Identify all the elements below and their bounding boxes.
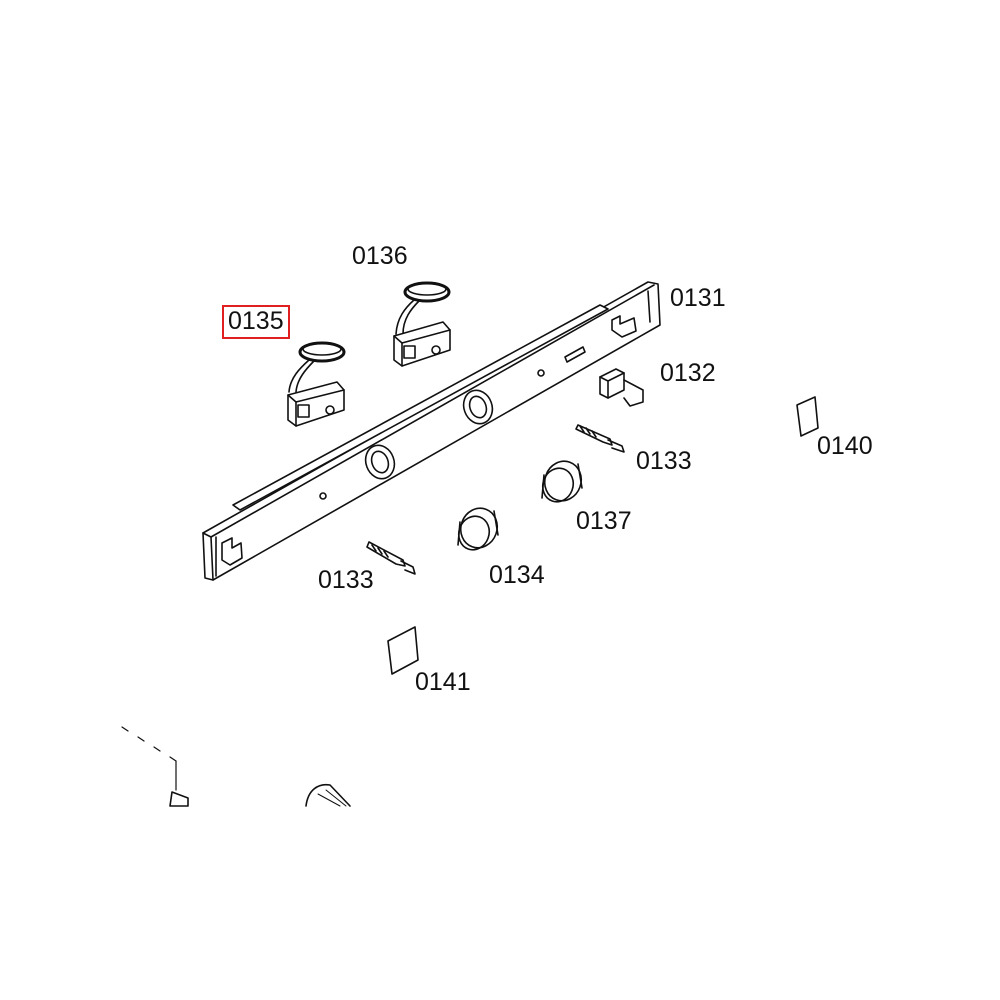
- label-0135[interactable]: 0135: [222, 305, 290, 339]
- label-0137[interactable]: 0137: [576, 507, 632, 535]
- knob-part-0134[interactable]: [454, 503, 503, 554]
- label-0131[interactable]: 0131: [670, 284, 726, 312]
- thermostat-part-0136[interactable]: [393, 281, 451, 367]
- lower-assembly-fragment: [121, 726, 351, 807]
- knob-part-0137[interactable]: [538, 456, 587, 506]
- label-0134[interactable]: 0134: [489, 561, 545, 589]
- label-plate-part-0140[interactable]: [796, 396, 819, 437]
- lamp-holder-part-0133-right[interactable]: [575, 424, 625, 453]
- label-0136[interactable]: 0136: [352, 242, 408, 270]
- control-panel-part[interactable]: [202, 281, 661, 581]
- label-0133-left[interactable]: 0133: [318, 566, 374, 594]
- label-0140[interactable]: 0140: [817, 432, 873, 460]
- label-0141[interactable]: 0141: [415, 668, 471, 696]
- thermostat-part-0135[interactable]: [287, 341, 346, 427]
- lamp-holder-part-0133-left[interactable]: [366, 541, 416, 575]
- switch-part-0132[interactable]: [599, 368, 644, 407]
- label-plate-part-0141[interactable]: [387, 626, 419, 675]
- label-0133-right[interactable]: 0133: [636, 447, 692, 475]
- label-0132[interactable]: 0132: [660, 359, 716, 387]
